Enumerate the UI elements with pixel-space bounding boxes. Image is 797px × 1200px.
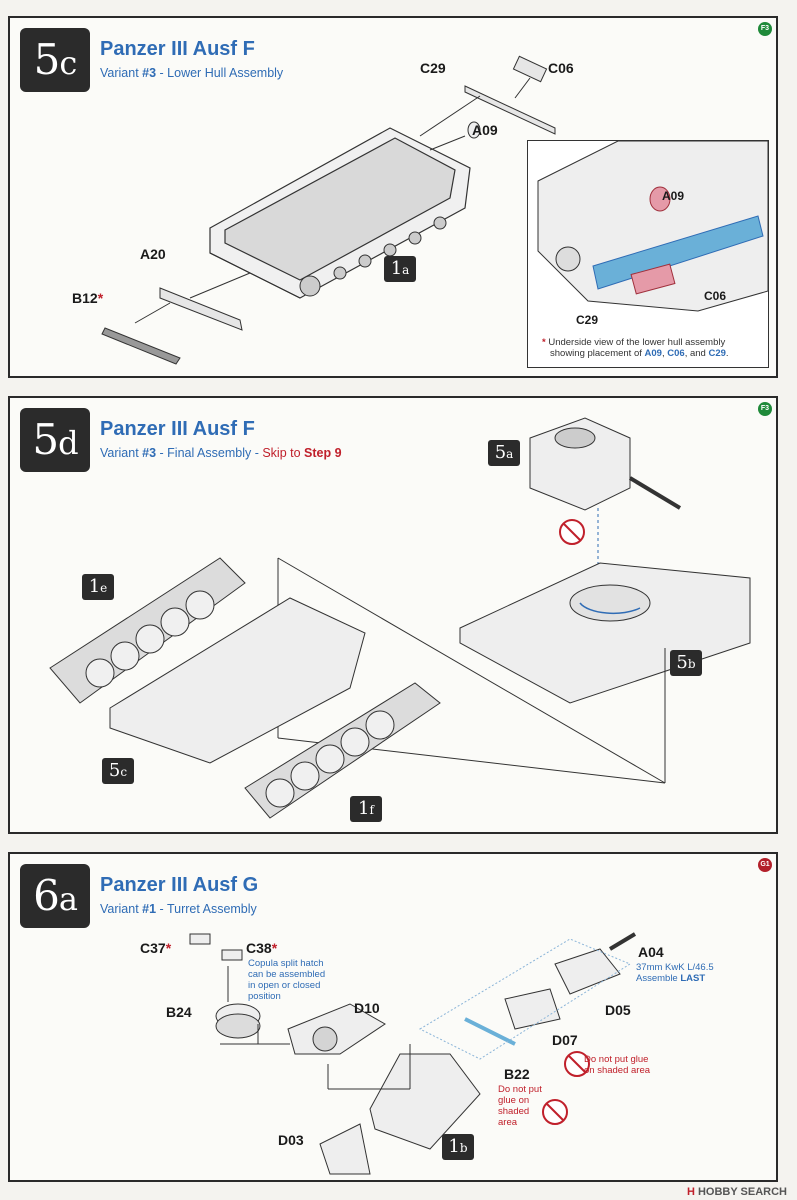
underside-inset: A09 C06 C29 * Underside view of the lowe… <box>527 140 769 368</box>
part-label-a20: A20 <box>140 246 166 262</box>
panel-subtitle: Variant #1 - Turret Assembly <box>100 902 257 916</box>
panel-subtitle: Variant #3 - Lower Hull Assembly <box>100 66 284 80</box>
sheet-tag: F3 <box>758 22 772 36</box>
part-label-d03: D03 <box>278 1132 304 1148</box>
final-assembly-drawing <box>49 417 751 819</box>
part-label-b22: B22 <box>504 1066 530 1082</box>
panel-title: Panzer III Ausf F <box>100 38 255 60</box>
panel-subtitle: Variant #3 - Final Assembly - Skip to St… <box>100 446 342 460</box>
step-badge: 5c <box>20 28 90 92</box>
part-label-d10: D10 <box>354 1000 380 1016</box>
part-label-b24: B24 <box>166 1004 192 1020</box>
hobby-search-watermark: H HOBBY SEARCH <box>686 1186 787 1198</box>
panel-step-6a: 6a Panzer III Ausf G Variant #1 - Turret… <box>8 852 778 1182</box>
subassembly-badge-5c: 5c <box>102 758 134 784</box>
lower-hull-drawing <box>101 55 556 365</box>
step-badge: 6a <box>20 864 90 928</box>
panel-step-5c: 5c Panzer III Ausf F Variant #3 - Lower … <box>8 16 778 378</box>
part-label-c29: C29 <box>420 60 446 76</box>
subassembly-badge-1e: 1e <box>82 574 114 600</box>
panel-step-5d: 5d Panzer III Ausf F Variant #3 - Final … <box>8 396 778 834</box>
part-label-c38: C38* <box>246 940 278 956</box>
part-label-c06: C06 <box>548 60 574 76</box>
subassembly-badge-5a: 5a <box>488 440 520 466</box>
part-label-b12: B12* <box>72 290 104 306</box>
sheet-tag: F3 <box>758 402 772 416</box>
inset-note: * Underside view of the lower hull assem… <box>542 337 729 359</box>
underside-drawing <box>537 141 768 312</box>
part-label-c37: C37* <box>140 940 172 956</box>
subassembly-badge-1f: 1f <box>350 796 382 822</box>
subassembly-badge-5b: 5b <box>670 650 702 676</box>
panel-title: Panzer III Ausf F <box>100 418 255 440</box>
panel-title: Panzer III Ausf G <box>100 874 259 896</box>
part-label-d07: D07 <box>552 1032 578 1048</box>
subassembly-badge-1b: 1b <box>442 1134 474 1160</box>
part-label-a09: A09 <box>472 122 498 138</box>
sheet-tag: G1 <box>758 858 772 872</box>
turret-assembly-drawing <box>189 932 637 1175</box>
step-badge: 5d <box>20 408 90 472</box>
inset-label-c29: C29 <box>576 313 599 327</box>
subassembly-badge-1a: 1a <box>384 256 416 282</box>
part-label-a04: A04 <box>638 944 664 960</box>
part-label-d05: D05 <box>605 1002 631 1018</box>
inset-label-c06: C06 <box>704 289 727 303</box>
inset-label-a09: A09 <box>662 189 685 203</box>
